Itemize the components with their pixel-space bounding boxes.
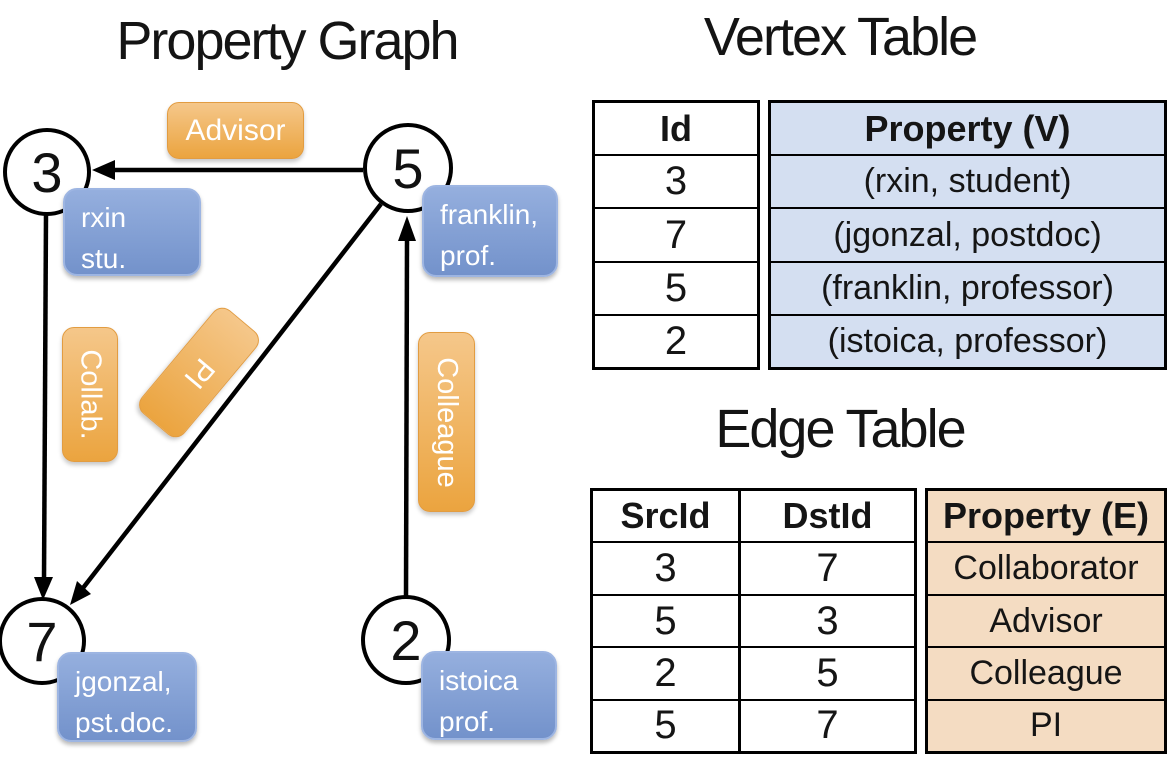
edge-table-cell-property: Collaborator xyxy=(928,543,1164,596)
edge-label-collab: Collab. xyxy=(62,327,118,462)
vertex-property-line: stu. xyxy=(81,243,127,274)
edge-table-cell-property: Advisor xyxy=(928,596,1164,649)
vertex-table-cell-id: 3 xyxy=(595,156,757,210)
edge-label-colleague: Colleague xyxy=(418,332,475,512)
edge-collab-line xyxy=(41,213,49,581)
arrowhead-collab-icon xyxy=(34,577,53,600)
edge-pi-line xyxy=(81,202,383,590)
vertex-id: 3 xyxy=(31,140,63,204)
edge-table-cell-dstid: 5 xyxy=(816,650,839,695)
graph-edges-canvas xyxy=(34,160,416,605)
vertex-table-header-property: Property (V) xyxy=(771,103,1164,157)
vertex-table-cell-id: 2 xyxy=(664,318,688,363)
edge-label-text: PI xyxy=(177,351,222,395)
edge-colleague-line xyxy=(403,239,410,598)
vertex-table-property-column: Property (V) (rxin, student) (jgonzal, p… xyxy=(768,100,1167,370)
arrowhead-colleague-icon xyxy=(398,216,416,241)
vertex-property-line: jgonzal, xyxy=(75,666,172,697)
arrowhead-pi-icon xyxy=(70,581,91,605)
graph-title: Property Graph xyxy=(116,11,459,71)
edge-table-id-columns: SrcId DstId 3 7 5 3 2 5 5 7 xyxy=(590,488,917,754)
arrowhead-advisor-icon xyxy=(92,160,115,180)
vertex-table-header-id: Id xyxy=(595,103,757,157)
vertex-property-line: pst.doc. xyxy=(75,707,174,738)
vertex-property-line: istoica xyxy=(439,665,519,696)
vertex-table-cell-property: (jgonzal, postdoc) xyxy=(771,209,1164,263)
vertex-property-line: prof. xyxy=(439,706,496,737)
vertex-table-cell-property: (franklin, professor) xyxy=(771,263,1164,316)
vertex-property-box-7: jgonzal, pst.doc. xyxy=(57,652,197,742)
edge-table-cell-dstid: 7 xyxy=(816,546,839,591)
vertex-property-box-5: franklin, prof. xyxy=(422,185,558,277)
edge-table-property-column: Property (E) Collaborator Advisor Collea… xyxy=(925,488,1167,754)
edge-label-text: Collab. xyxy=(74,349,107,440)
vertex-property-line: prof. xyxy=(440,240,497,271)
edge-table-cell-dstid: 3 xyxy=(816,598,839,643)
edge-label-text: Colleague xyxy=(431,356,464,488)
vertex-table-cell-property: (istoica, professor) xyxy=(827,321,1108,360)
edge-label-text: Advisor xyxy=(185,113,286,147)
vertex-id: 2 xyxy=(390,608,422,672)
vertex-table-cell-property: (rxin, student) xyxy=(771,156,1164,210)
vertex-node-2: 2 xyxy=(361,595,451,685)
vertex-property-box-2: istoica prof. xyxy=(421,651,557,740)
edge-table-cell-srcid: 2 xyxy=(593,648,741,699)
edge-table-header-srcid: SrcId xyxy=(593,491,741,542)
edge-table-header-dstid: DstId xyxy=(782,495,873,537)
edge-table-header-property: Property (E) xyxy=(928,491,1164,544)
vertex-table-cell-id: 7 xyxy=(595,209,757,263)
vertex-property-box-3: rxin stu. xyxy=(63,188,201,276)
vertex-id: 7 xyxy=(26,609,58,673)
edge-table-cell-srcid: 3 xyxy=(593,543,741,594)
vertex-id: 5 xyxy=(392,136,424,200)
edge-label-advisor: Advisor xyxy=(167,102,304,159)
vertex-table-cell-id: 5 xyxy=(595,263,757,316)
vertex-table-title: Vertex Table xyxy=(703,7,978,67)
vertex-property-line: franklin, xyxy=(440,199,539,230)
edge-table-cell-srcid: 5 xyxy=(593,595,741,647)
vertex-table-id-column: Id 3 7 5 2 xyxy=(592,100,760,370)
edge-table-cell-property: Colleague xyxy=(928,648,1164,701)
vertex-property-line: rxin xyxy=(81,202,127,233)
edge-table-cell-property: PI xyxy=(1029,706,1063,745)
edge-table-title: Edge Table xyxy=(715,399,966,459)
edge-table-cell-dstid: 7 xyxy=(816,703,839,748)
edge-table-cell-srcid: 5 xyxy=(593,700,741,752)
